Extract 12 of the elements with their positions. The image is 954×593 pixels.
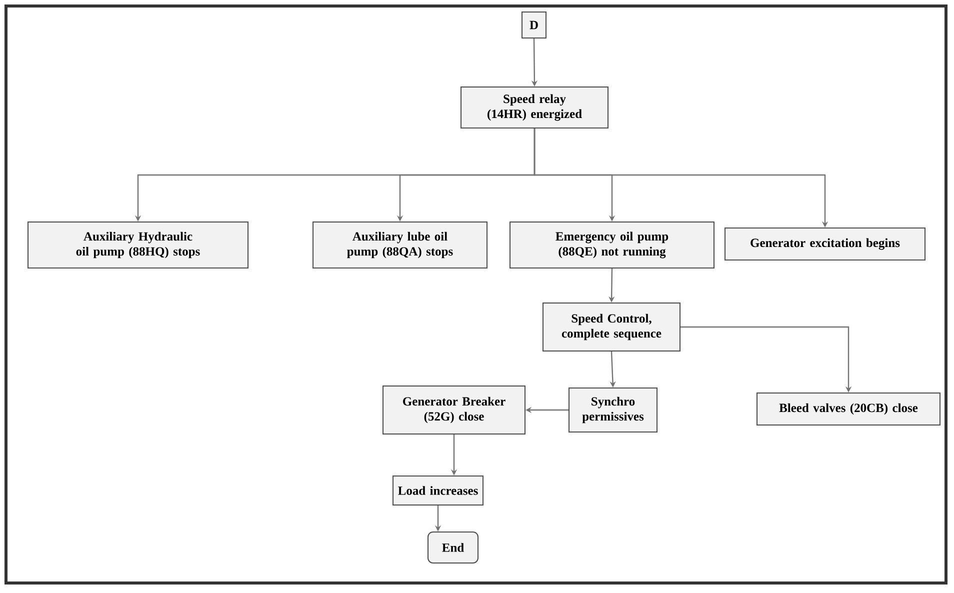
process-box: D bbox=[522, 12, 546, 38]
process-box: Load increases bbox=[392, 476, 484, 506]
process-box: Synchro permissives bbox=[568, 388, 658, 432]
end-terminal: End bbox=[428, 532, 478, 564]
process-box: Generator excitation begins bbox=[724, 228, 926, 260]
process-box: Generator Breaker (52G) close bbox=[382, 386, 526, 434]
process-box: Speed Control, complete sequence bbox=[542, 302, 680, 352]
process-box: Auxiliary Hydraulic oil pump (88HQ) stops bbox=[28, 222, 248, 268]
process-box: Auxiliary lube oil pump (88QA) stops bbox=[312, 222, 488, 268]
process-box: Speed relay (14HR) energized bbox=[460, 86, 608, 128]
process-box: Bleed valves (20CB) close bbox=[756, 392, 940, 426]
process-box: Emergency oil pump (88QE) not running bbox=[510, 222, 714, 268]
